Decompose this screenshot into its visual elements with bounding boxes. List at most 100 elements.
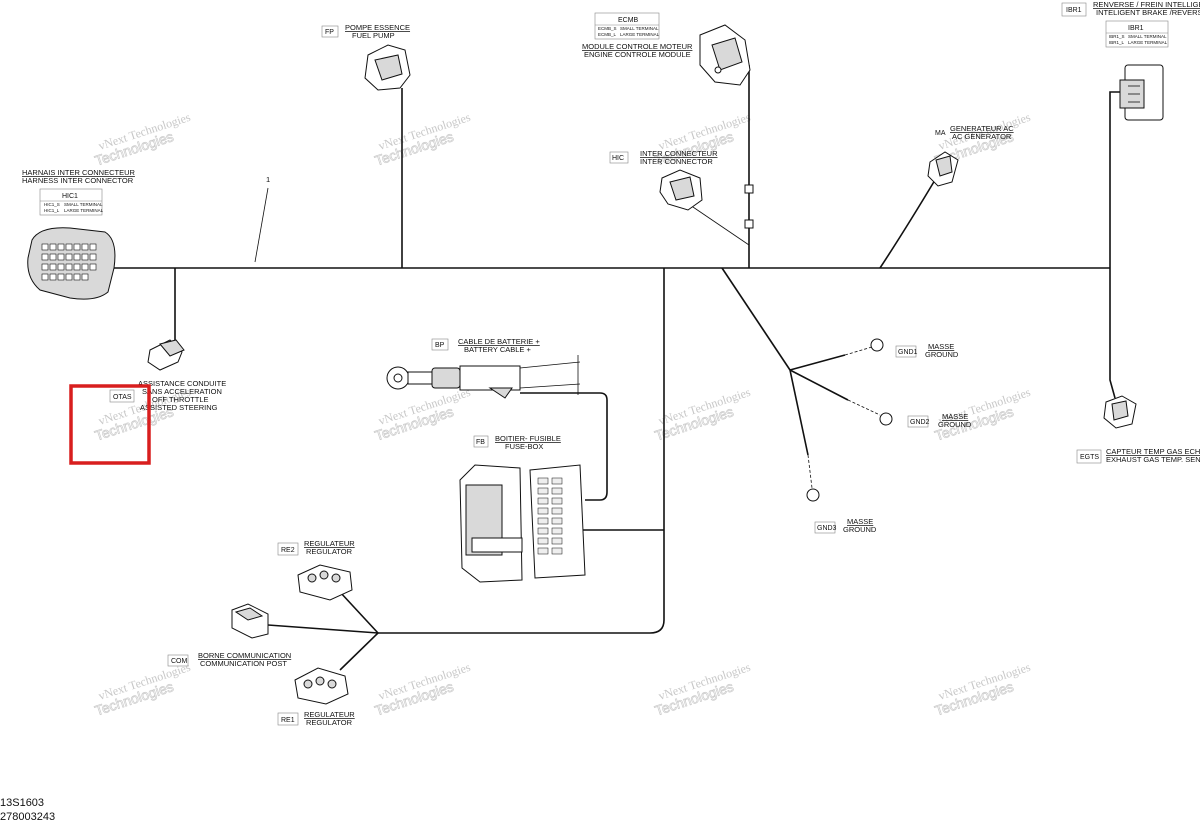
gnd3-wire bbox=[789, 369, 809, 456]
callout-number: 1 bbox=[266, 175, 270, 184]
gnd1-label-en: GROUND bbox=[925, 350, 959, 359]
hic1-row-code: HIC1_L bbox=[44, 208, 60, 213]
gnd1-wire bbox=[789, 354, 846, 371]
bp-code: BP bbox=[435, 342, 445, 349]
hic1-code-box: HIC1 HIC1_S SMALL TERMINAL HIC1_L LARGE … bbox=[39, 188, 104, 216]
com-label-fr: BORNE COMMUNICATION bbox=[198, 651, 291, 660]
hic1-code: HIC1 bbox=[62, 193, 78, 200]
fb-code-box bbox=[473, 435, 489, 448]
com-connector[interactable] bbox=[231, 603, 269, 639]
hic1-connector[interactable] bbox=[27, 227, 116, 300]
ecmb-label-en: ENGINE CONTROLE MODULE bbox=[584, 50, 691, 59]
ibr1-connector[interactable] bbox=[1119, 64, 1164, 121]
ma-code: MA bbox=[935, 130, 946, 137]
ecmb-row-desc: LARGE TERMINAL bbox=[620, 32, 660, 37]
hic1-row-desc: LARGE TERMINAL bbox=[64, 208, 104, 213]
otas-code-box bbox=[109, 389, 135, 403]
clip bbox=[744, 184, 754, 194]
ma-label-fr: GENERATEUR AC bbox=[950, 124, 1014, 133]
gnd3-code-box bbox=[814, 521, 836, 534]
hic-code: HIC bbox=[612, 155, 624, 162]
re1-label-en: REGULATOR bbox=[306, 718, 353, 727]
fp-code: FP bbox=[325, 29, 334, 36]
ecmb-connector[interactable] bbox=[699, 24, 751, 86]
bp-label-en: BATTERY CABLE + bbox=[464, 345, 532, 354]
ibr1-row-code: IBR1_L bbox=[1109, 40, 1125, 45]
hic1-label-en: HARNESS INTER CONNECTOR bbox=[22, 176, 134, 185]
ecmb-code-box: ECMB ECMB_S SMALL TERMINAL ECMB_L LARGE … bbox=[594, 12, 660, 40]
gnd2-label-fr: MASSE bbox=[942, 412, 968, 421]
fp-label-fr: POMPE ESSENCE bbox=[345, 23, 410, 32]
gnd1-label-fr: MASSE bbox=[928, 342, 954, 351]
fp-label-en: FUEL PUMP bbox=[352, 31, 395, 40]
re2-code-box bbox=[277, 542, 299, 556]
gnd3-label-fr: MASSE bbox=[847, 517, 873, 526]
ma-label-en: AC GENERATOR bbox=[952, 132, 1012, 141]
bp-code-box bbox=[431, 338, 449, 351]
re2-wire bbox=[339, 591, 379, 634]
egts-code-box bbox=[1076, 449, 1102, 464]
ecmb-row-code: ECMB_S bbox=[598, 26, 617, 31]
re1-label-fr: REGULATEUR bbox=[304, 710, 355, 719]
battery-cable[interactable] bbox=[386, 355, 581, 399]
egts-code: EGTS bbox=[1080, 454, 1099, 461]
hic-label-en: INTER CONNECTOR bbox=[640, 157, 713, 166]
ibr1-row-desc: LARGE TERMINAL bbox=[1128, 40, 1168, 45]
ac-generator-connector[interactable] bbox=[927, 151, 959, 187]
com-label-en: COMMUNICATION POST bbox=[200, 659, 287, 668]
ecmb-code: ECMB bbox=[618, 17, 639, 24]
fusebox-loop-wire bbox=[378, 268, 665, 634]
gnd3-terminal[interactable] bbox=[806, 454, 820, 502]
ecmb-row-desc: SMALL TERMINAL bbox=[620, 26, 659, 31]
re1-code-box bbox=[277, 712, 299, 726]
gnd1-code: GND1 bbox=[898, 349, 918, 356]
hic-connector[interactable] bbox=[659, 169, 703, 211]
clip bbox=[744, 219, 754, 229]
egts-connector[interactable] bbox=[1103, 395, 1137, 429]
ibr1-label-fr: RENVERSE / FREIN INTELLIGENT bbox=[1093, 0, 1200, 9]
re2-regulator-connector[interactable] bbox=[297, 564, 353, 601]
re1-regulator-connector[interactable] bbox=[294, 667, 349, 705]
com-code-box bbox=[167, 654, 189, 667]
ac-generator-branch-wire bbox=[879, 179, 936, 269]
egts-label-fr: CAPTEUR TEMP GAS ECHAP bbox=[1106, 447, 1200, 456]
fuse-box[interactable] bbox=[459, 464, 586, 583]
gnd1-terminal[interactable] bbox=[844, 338, 884, 356]
ecmb-row-code: ECMB_L bbox=[598, 32, 617, 37]
gnd3-code: GND3 bbox=[817, 525, 837, 532]
fb-code: FB bbox=[476, 439, 485, 446]
otas-connector[interactable] bbox=[147, 339, 185, 371]
hic1-row-desc: SMALL TERMINAL bbox=[64, 202, 103, 207]
gnd3-label-en: GROUND bbox=[843, 525, 877, 534]
com-code: COM bbox=[171, 658, 188, 665]
fb-label-fr: BOITIER- FUSIBLE bbox=[495, 434, 561, 443]
ecmb-label-fr: MODULE CONTROLE MOTEUR bbox=[582, 42, 693, 51]
ibr1-row-desc: SMALL TERMINAL bbox=[1128, 34, 1167, 39]
ibr1-code: IBR1 bbox=[1128, 25, 1144, 32]
ground-branch-wire bbox=[721, 267, 791, 371]
hic-code-box bbox=[609, 151, 629, 164]
hic1-row-code: HIC1_S bbox=[44, 202, 60, 207]
ibr1-branch-wire bbox=[1109, 91, 1125, 268]
re2-code: RE2 bbox=[281, 547, 295, 554]
re1-code: RE1 bbox=[281, 717, 295, 724]
drawing-number: 13S1603 bbox=[0, 797, 45, 809]
otas-label-en2: ASSISTED STEERING bbox=[140, 403, 218, 412]
harness-wires: 1 bbox=[108, 65, 1125, 671]
gnd2-code-box bbox=[907, 415, 929, 428]
fp-code-box bbox=[321, 25, 339, 38]
hic-label-fr: INTER CONNECTEUR bbox=[640, 149, 718, 158]
bp-label-fr: CABLE DE BATTERIE + bbox=[458, 337, 540, 346]
highlight-box bbox=[69, 384, 151, 465]
otas-label-fr1: ASSISTANCE CONDUITE bbox=[138, 379, 226, 388]
egts-branch-wire bbox=[1109, 268, 1116, 399]
otas-code: OTAS bbox=[113, 394, 132, 401]
fuel-pump-connector[interactable] bbox=[364, 44, 411, 91]
re2-label-fr: REGULATEUR bbox=[304, 539, 355, 548]
hic-lead-wire bbox=[689, 204, 750, 246]
re2-label-en: REGULATOR bbox=[306, 547, 353, 556]
gnd2-terminal[interactable] bbox=[847, 399, 893, 426]
ibr1-code-box: IBR1 IBR1_S SMALL TERMINAL IBR1_L LARGE … bbox=[1105, 20, 1169, 48]
egts-label-en: EXHAUST GAS TEMP. SENSOR bbox=[1106, 455, 1200, 464]
